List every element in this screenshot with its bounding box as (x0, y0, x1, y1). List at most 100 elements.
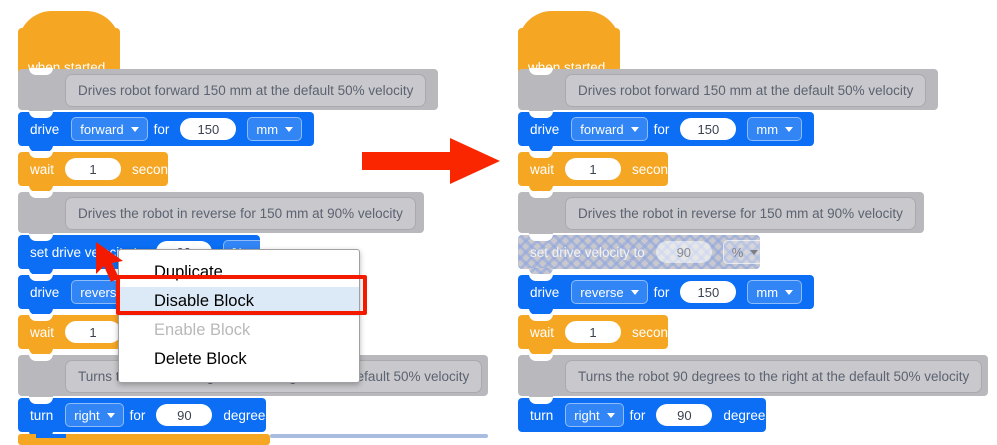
block-label-for: for (153, 121, 170, 137)
dropdown-value: mm (756, 284, 779, 300)
block-label: drive (530, 284, 560, 300)
block-label-for: for (129, 407, 146, 423)
block-notch-bottom (29, 268, 53, 275)
chevron-down-icon (630, 289, 639, 295)
block-notch-bottom (29, 145, 53, 152)
dropdown-direction[interactable]: right (65, 403, 124, 427)
block-label: set drive velocity to (530, 244, 645, 260)
block-label: wait (530, 324, 555, 340)
run-block-icon[interactable] (782, 408, 794, 422)
block-label: wait (30, 324, 55, 340)
seconds-input[interactable]: 1 (565, 158, 622, 180)
block-notch-top (529, 191, 553, 198)
block-label: wait (530, 161, 555, 177)
dropdown-direction[interactable]: forward (571, 117, 648, 141)
chevron-down-icon (630, 126, 639, 132)
dropdown-value: % (731, 244, 744, 260)
chevron-down-icon (106, 412, 115, 418)
block-notch-top (529, 397, 553, 404)
seconds-input[interactable]: 1 (65, 158, 122, 180)
block-wait-right-1[interactable]: wait 1 seconds (518, 151, 682, 192)
comment-clipped-bottom-left (270, 434, 488, 438)
run-block-icon[interactable] (318, 122, 330, 136)
block-notch-top (529, 151, 553, 158)
dropdown-value: mm (756, 121, 779, 137)
run-block-icon[interactable] (282, 408, 294, 422)
block-wait-left-1[interactable]: wait 1 seconds (18, 151, 182, 192)
block-label: drive (530, 121, 560, 137)
block-drive-forward-right[interactable]: drive forward for 150 mm (518, 111, 830, 152)
chevron-down-icon (785, 289, 794, 295)
block-notch-top (29, 68, 53, 75)
dropdown-units[interactable]: % (722, 240, 768, 264)
seconds-input[interactable]: 1 (565, 321, 622, 343)
block-label-seconds: seconds (632, 161, 683, 177)
block-notch-clipped (36, 434, 66, 438)
block-notch-top (29, 151, 53, 158)
block-clipped-bottom-left[interactable] (18, 434, 270, 445)
context-menu-item-enable-block: Enable Block (119, 316, 359, 345)
block-label-seconds: seconds (632, 324, 683, 340)
hat-dome (518, 11, 620, 45)
context-menu-item-disable-block[interactable]: Disable Block (119, 287, 359, 316)
mouse-cursor-icon (96, 242, 123, 282)
block-notch-top (29, 397, 53, 404)
dropdown-direction[interactable]: reverse (571, 280, 648, 304)
dropdown-direction[interactable]: right (565, 403, 624, 427)
block-notch-top (529, 111, 553, 118)
chevron-down-icon (285, 126, 294, 132)
block-notch-bottom (529, 268, 553, 275)
context-menu-item-delete-block[interactable]: Delete Block (119, 345, 359, 374)
dropdown-value: right (574, 407, 600, 423)
distance-input[interactable]: 150 (680, 281, 737, 303)
block-set-drive-velocity-right-disabled[interactable]: set drive velocity to 90 % (518, 234, 768, 275)
comment-text: Drives robot forward 150 mm at the defau… (65, 74, 427, 107)
comment-text: Drives the robot in reverse for 150 mm a… (65, 197, 416, 230)
block-notch-bottom (529, 308, 553, 315)
block-label-degrees: degrees (723, 407, 773, 423)
chevron-down-icon (785, 126, 794, 132)
block-turn-right-left[interactable]: turn right for 90 degrees (18, 397, 294, 438)
block-label: wait (30, 161, 55, 177)
run-block-icon[interactable] (818, 285, 830, 299)
menu-item-label: Enable Block (154, 321, 251, 339)
block-notch-top (29, 354, 53, 361)
dropdown-units[interactable]: mm (747, 280, 803, 304)
block-label-for: for (629, 407, 646, 423)
block-label-for: for (653, 284, 670, 300)
angle-input[interactable]: 90 (656, 404, 713, 426)
seconds-input[interactable]: 1 (65, 321, 122, 343)
block-notch-top (529, 234, 553, 241)
dropdown-direction[interactable]: forward (71, 117, 148, 141)
block-label: turn (30, 407, 54, 423)
distance-input[interactable]: 150 (680, 118, 737, 140)
block-label-degrees: degrees (223, 407, 273, 423)
block-label: drive (30, 284, 60, 300)
block-drive-forward-left[interactable]: drive forward for 150 mm (18, 111, 330, 152)
comment-text: Turns the robot 90 degrees to the right … (565, 360, 983, 393)
block-notch-top (529, 354, 553, 361)
context-menu-item-duplicate[interactable]: Duplicate (119, 258, 359, 287)
block-label: set drive velocity to (30, 244, 145, 260)
dropdown-value: reverse (580, 284, 624, 300)
chevron-down-icon (750, 249, 759, 255)
block-label-seconds: seconds (132, 161, 183, 177)
dropdown-value: mm (256, 121, 279, 137)
distance-input[interactable]: 150 (180, 118, 237, 140)
block-notch-top (29, 191, 53, 198)
velocity-input[interactable]: 90 (655, 241, 712, 263)
block-wait-right-2[interactable]: wait 1 seconds (518, 314, 682, 355)
block-notch-top (529, 314, 553, 321)
dropdown-units[interactable]: mm (747, 117, 803, 141)
block-drive-reverse-right[interactable]: drive reverse for 150 mm (518, 274, 830, 315)
block-turn-right-right[interactable]: turn right for 90 degrees (518, 397, 794, 432)
block-label-for: for (653, 121, 670, 137)
block-context-menu[interactable]: Duplicate Disable Block Enable Block Del… (118, 249, 360, 383)
dropdown-value: reverse (80, 284, 124, 300)
dropdown-units[interactable]: mm (247, 117, 303, 141)
angle-input[interactable]: 90 (156, 404, 213, 426)
block-notch-top (529, 274, 553, 281)
run-block-icon[interactable] (818, 122, 830, 136)
menu-item-label: Delete Block (154, 350, 247, 368)
block-notch-top (29, 234, 53, 241)
